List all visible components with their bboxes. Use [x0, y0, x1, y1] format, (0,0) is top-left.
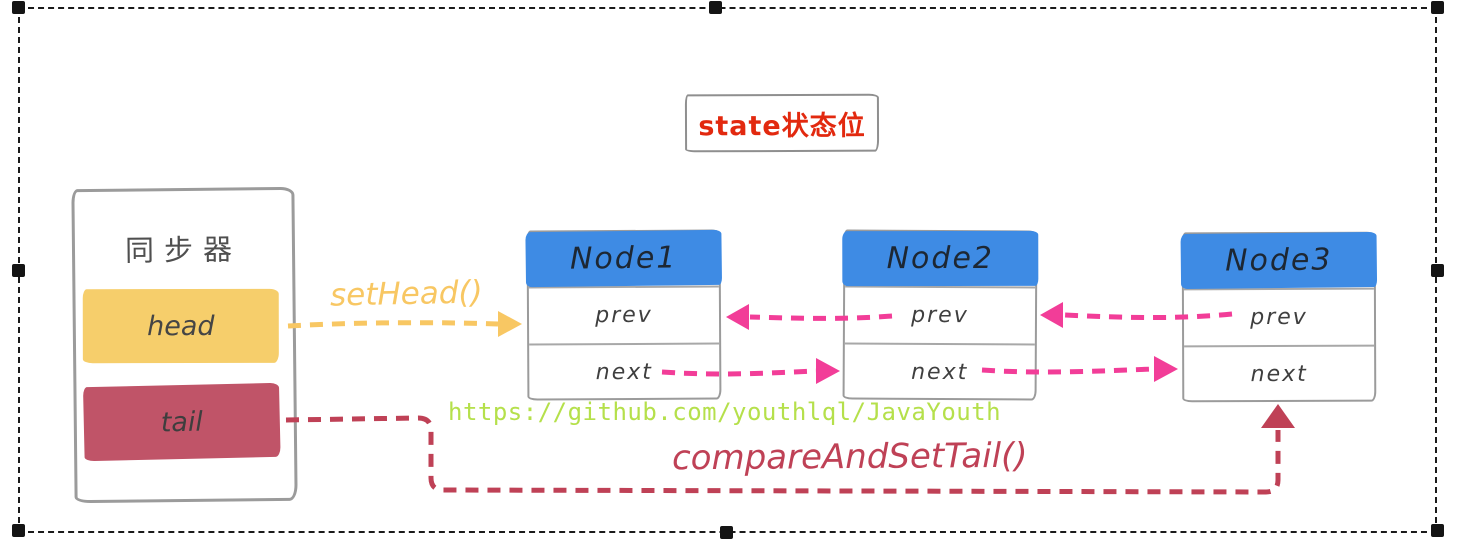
state-box: state状态位 [684, 93, 880, 153]
github-url-label: https://github.com/youthlql/JavaYouth [448, 398, 1002, 426]
selection-handle-middle-left[interactable] [12, 264, 25, 277]
node1-title: Node1 [525, 229, 723, 288]
node2-box: Node2 prev next [842, 229, 1039, 401]
node1-next-row: next [529, 342, 720, 401]
selection-handle-bottom-center[interactable] [720, 526, 733, 539]
selection-handle-top-center[interactable] [709, 1, 722, 14]
compareandsettail-label: compareAndSetTail() [671, 435, 1028, 479]
state-label: state状态位 [698, 110, 866, 142]
node3-next-row: next [1184, 344, 1375, 403]
node3-title: Node3 [1180, 231, 1378, 290]
node1-box: Node1 prev next [525, 229, 723, 401]
synchronizer-title: 同步器 [124, 232, 243, 268]
selection-handle-top-right[interactable] [1431, 1, 1444, 14]
node1-prev-row: prev [528, 285, 720, 344]
head-label: head [147, 310, 215, 342]
node2-prev-row: prev [844, 285, 1036, 344]
head-field: head [82, 288, 279, 364]
synchronizer-box: 同步器 head tail [71, 186, 298, 504]
selection-handle-bottom-right[interactable] [1431, 524, 1444, 537]
selection-handle-top-left[interactable] [12, 1, 25, 14]
tail-label: tail [160, 406, 204, 439]
node3-box: Node3 prev next [1180, 231, 1378, 403]
tail-field: tail [82, 382, 281, 462]
node2-next-row: next [844, 342, 1035, 401]
node2-title: Node2 [842, 230, 1039, 287]
node3-prev-row: prev [1183, 287, 1375, 346]
selection-handle-middle-right[interactable] [1431, 264, 1444, 277]
sethead-label: setHead() [329, 274, 483, 314]
selection-handle-bottom-left[interactable] [12, 524, 25, 537]
